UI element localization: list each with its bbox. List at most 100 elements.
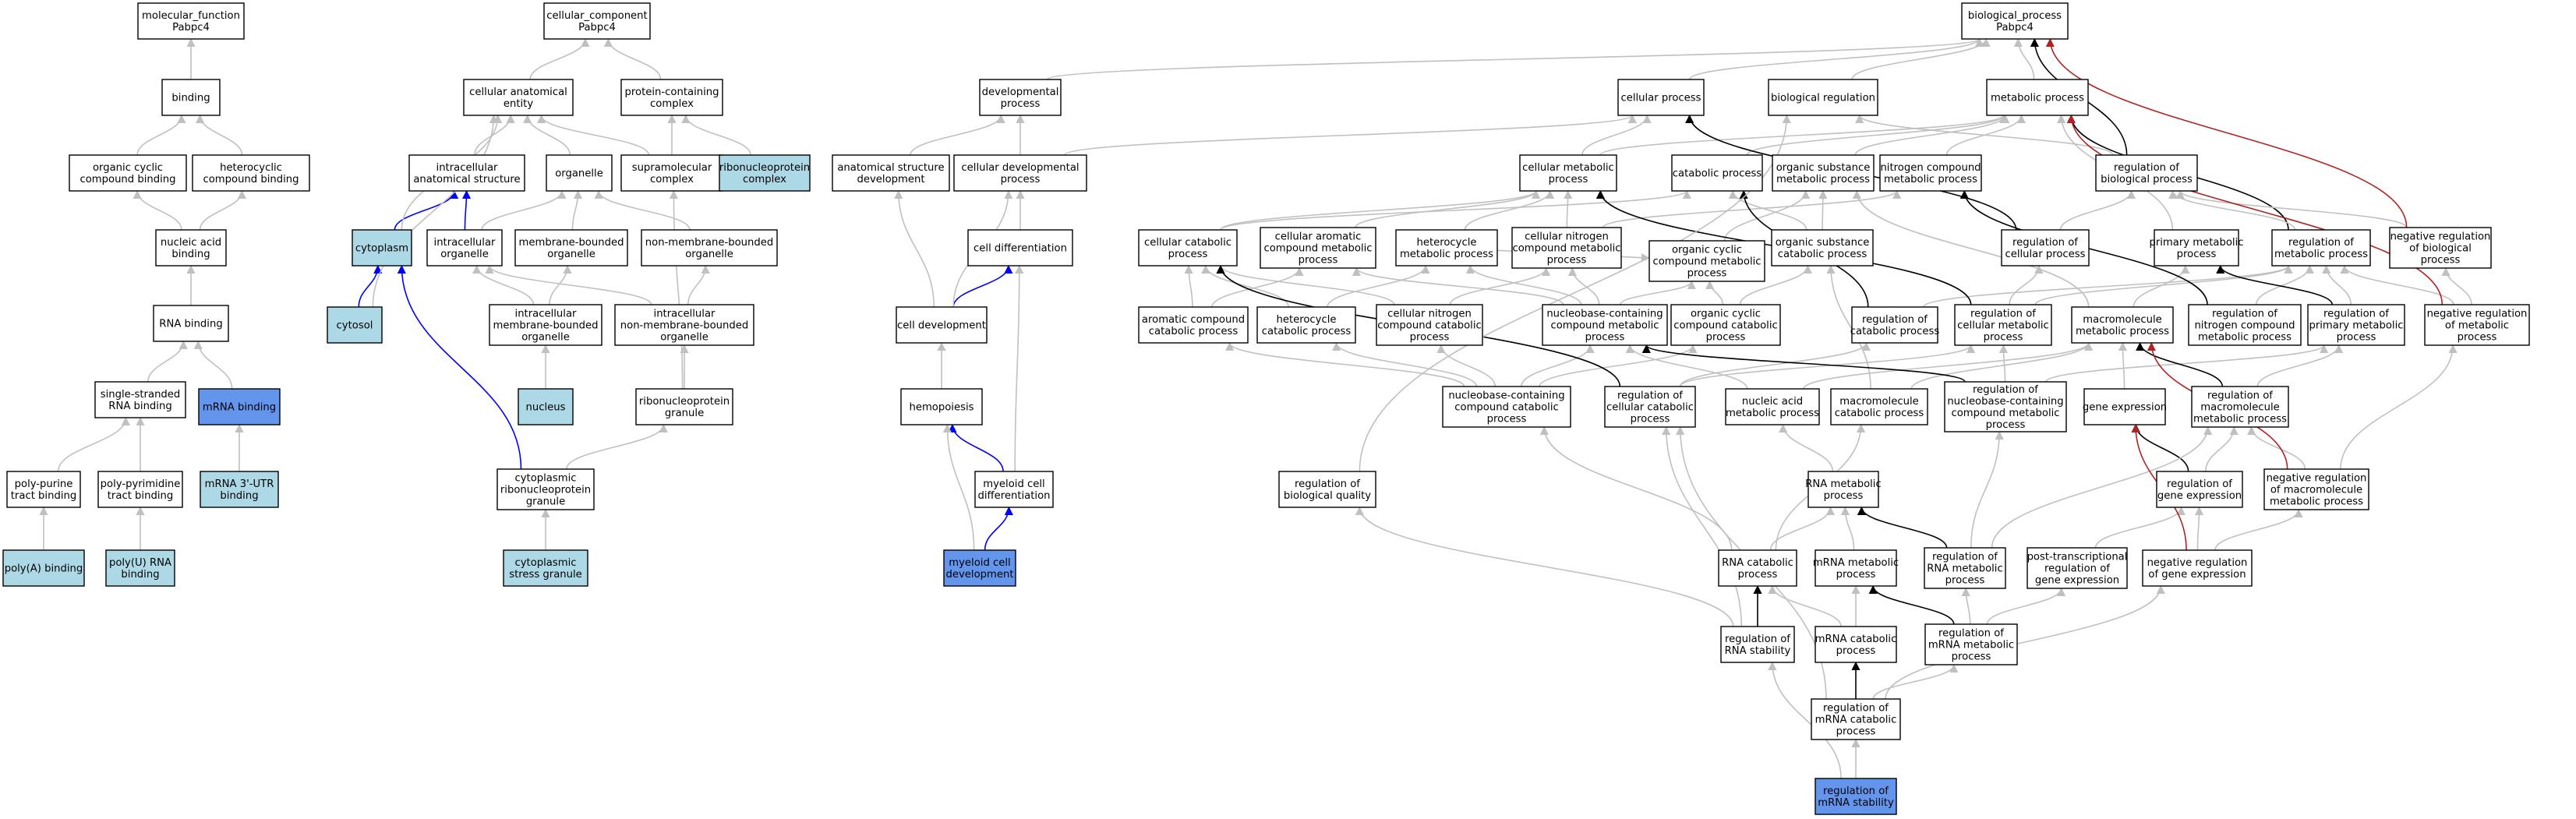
node-cell-diff[interactable]: cell differentiation [967, 229, 1073, 267]
node-mrna-binding[interactable]: mRNA binding [198, 388, 281, 425]
node-intracell-nmb-org[interactable]: intracellularnon-membrane-boundedorganel… [614, 304, 754, 346]
node-binding[interactable]: binding [161, 79, 221, 116]
node-cell-dev[interactable]: cell development [896, 306, 988, 344]
node-label-line: negative regulation [2390, 231, 2491, 243]
edge-reg_bio_process-to-bio_regulation [1855, 114, 2114, 156]
node-label-line: poly-pyrimidine [101, 478, 181, 490]
edge-macromolecule_metab-to-organic_subst_metab [1852, 189, 2090, 308]
node-label-line: process [1547, 255, 1587, 267]
edge-aromatic_catab-to-cell_catabolic [1184, 264, 1193, 308]
node-organelle[interactable]: organelle [546, 154, 613, 192]
node-polya[interactable]: poly(A) binding [2, 549, 85, 587]
edge-ss_rna_binding-to-rna_binding [147, 340, 188, 383]
node-box [1924, 547, 2006, 589]
node-metabolic-process[interactable]: metabolic process [1986, 79, 2089, 116]
node-gene-expression[interactable]: gene expression [2083, 388, 2167, 425]
node-reg-nucleobase-metab[interactable]: regulation ofnucleobase-containingcompou… [1944, 381, 2067, 432]
node-hemopoiesis[interactable]: hemopoiesis [900, 388, 983, 425]
node-rna-binding[interactable]: RNA binding [153, 305, 229, 342]
node-nucleus[interactable]: nucleus [518, 388, 574, 425]
node-label-line: compound catabolic [1377, 320, 1482, 332]
node-bio-regulation[interactable]: biological regulation [1768, 79, 1878, 116]
node-cellular-process[interactable]: cellular process [1617, 79, 1705, 116]
node-catabolic-process[interactable]: catabolic process [1671, 154, 1763, 192]
edge-reg_rna_metab-to-rna_metab [1857, 506, 1948, 549]
node-cytoplasm[interactable]: cytoplasm [352, 229, 412, 267]
node-cytosol[interactable]: cytosol [327, 306, 383, 344]
